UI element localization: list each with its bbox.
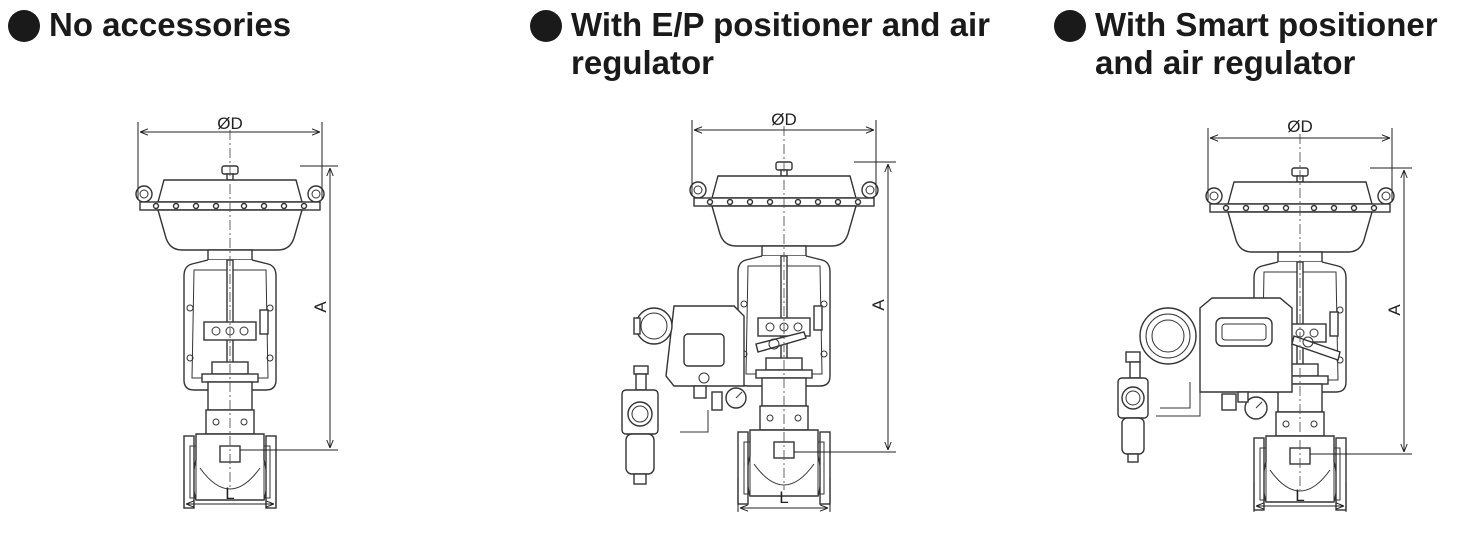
heading-text: With E/P positioner and air regulator	[571, 6, 990, 81]
heading-no-accessories: No accessories	[8, 6, 291, 44]
figure-smart-positioner: ØD A L	[1117, 117, 1412, 512]
dim-diameter-label: ØD	[217, 114, 243, 133]
dim-diameter-label: ØD	[1287, 117, 1313, 136]
figure-ep-positioner: ØD A L	[621, 110, 896, 512]
dim-length-label: L	[225, 484, 234, 503]
bullet-icon	[530, 10, 562, 42]
figure-no-accessories: ØD A L	[135, 114, 338, 509]
dim-height-label: A	[1385, 304, 1404, 316]
bullet-icon	[1054, 10, 1086, 42]
heading-text: With Smart positioner and air regulator	[1095, 6, 1438, 81]
dim-diameter-label: ØD	[771, 110, 797, 129]
heading-ep-positioner: With E/P positioner and air regulator	[530, 6, 1000, 82]
dim-height-label: A	[869, 299, 888, 311]
dim-height-label: A	[311, 301, 330, 313]
heading-smart-positioner: With Smart positioner and air regulator	[1054, 6, 1474, 82]
bullet-icon	[8, 10, 40, 42]
dim-length-label: L	[1295, 486, 1304, 505]
heading-text: No accessories	[49, 6, 292, 43]
dim-length-label: L	[779, 488, 788, 507]
